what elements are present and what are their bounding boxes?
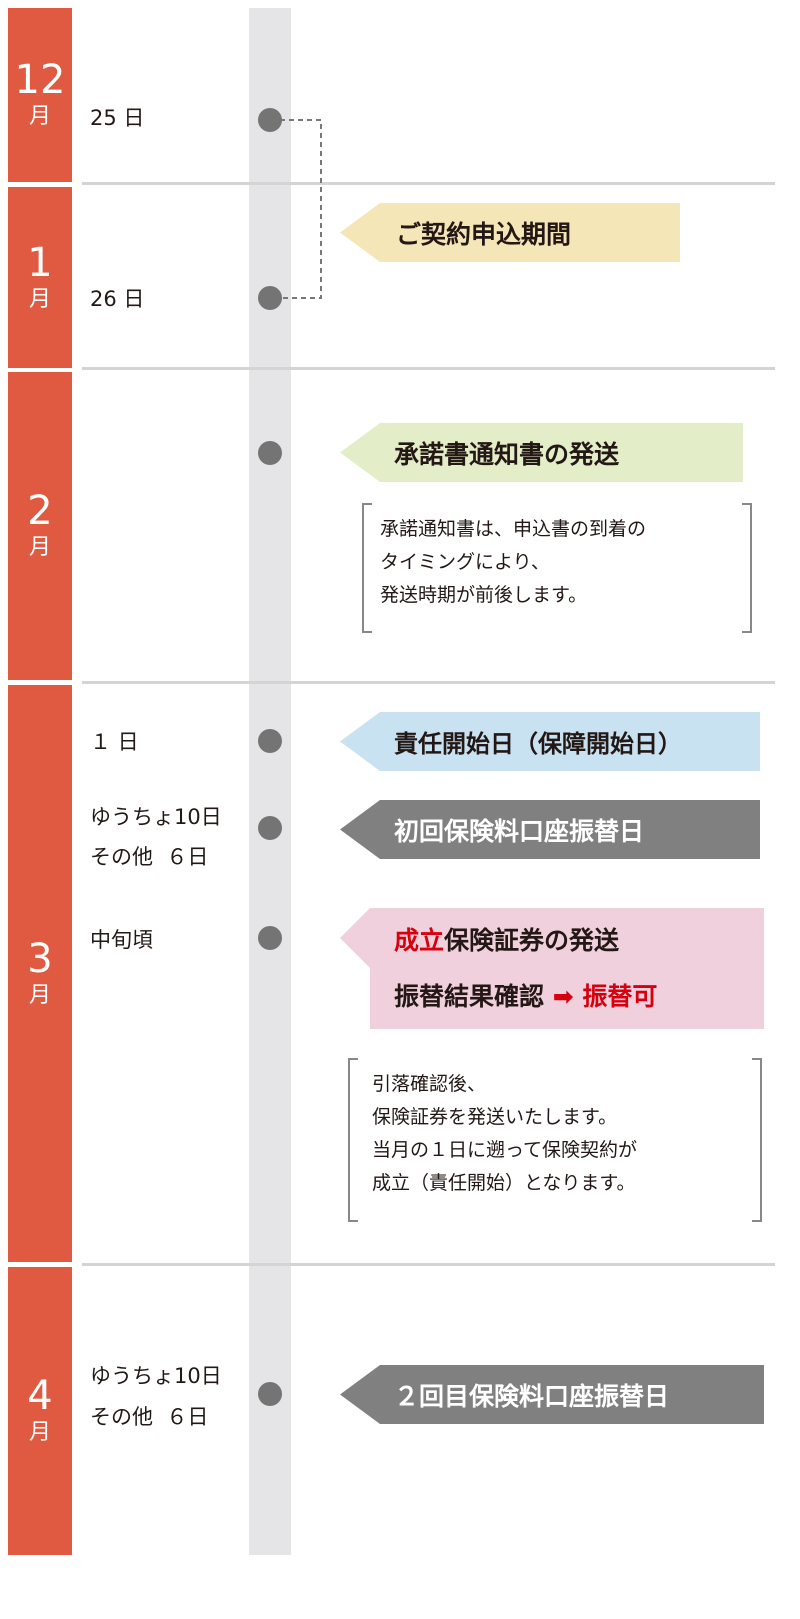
date-label: その他 ６日 [90, 1405, 209, 1429]
timeline-dot [258, 286, 282, 310]
application-period-banner: ご契約申込期間 [340, 203, 680, 262]
month-number: 1 [27, 239, 53, 286]
note-line: 成立（責任開始）となります。 [372, 1172, 636, 1194]
date-label: １ 日 [90, 730, 139, 754]
banner-text: 保険証券の発送 [444, 925, 620, 955]
banner-text: 責任開始日（保障開始日） [394, 730, 682, 758]
first-transfer-banner: 初回保険料口座振替日 [340, 800, 760, 859]
acceptance-banner: 承諾書通知書の発送 [340, 423, 743, 482]
month-divider [82, 1263, 775, 1266]
period-bracket-connector [280, 119, 322, 299]
coverage-start-banner: 責任開始日（保障開始日） [340, 712, 760, 771]
arrow-right-icon: ➡ [552, 981, 574, 1011]
month-divider [82, 367, 775, 370]
transfer-ok-text: 振替可 [582, 981, 658, 1011]
month-number: 12 [14, 57, 66, 103]
policy-dispatch-banner: 成立保険証券の発送 振替結果確認 ➡ 振替可 [340, 908, 764, 1029]
month-unit: 月 [28, 535, 51, 560]
timeline-dot [258, 108, 282, 132]
note-line: 承諾通知書は、申込書の到着の [380, 518, 647, 540]
established-text: 成立 [394, 925, 445, 955]
note-line: タイミングにより、 [380, 551, 550, 573]
timeline-dot [258, 441, 282, 465]
note-line: 発送時期が前後します。 [380, 584, 588, 606]
timeline-dot [258, 926, 282, 950]
date-label: その他 ６日 [90, 845, 209, 869]
timeline-dot [258, 816, 282, 840]
timeline-dot [258, 729, 282, 753]
month-unit: 月 [28, 982, 51, 1008]
date-label: ゆうちょ10日 [90, 805, 222, 829]
month-unit: 月 [28, 104, 51, 129]
date-label: 25 日 [90, 106, 145, 130]
banner-text: ご契約申込期間 [396, 219, 572, 249]
acceptance-note: 承諾通知書は、申込書の到着の タイミングにより、 発送時期が前後します。 [362, 503, 752, 633]
month-number: 3 [27, 935, 53, 982]
note-line: 保険証券を発送いたします。 [372, 1106, 618, 1128]
policy-note: 引落確認後、 保険証券を発送いたします。 当月の１日に遡って保険契約が 成立（責… [348, 1058, 762, 1222]
timeline-spine [249, 8, 291, 1555]
note-line: 当月の１日に遡って保険契約が [372, 1139, 638, 1161]
banner-text: ２回目保険料口座振替日 [394, 1381, 670, 1411]
month-divider [82, 681, 775, 684]
banner-text: 振替結果確認 [394, 981, 545, 1011]
month-divider [82, 182, 775, 185]
date-label: ゆうちょ10日 [90, 1364, 222, 1388]
month-number: 4 [27, 1373, 53, 1419]
timeline-dot [258, 1382, 282, 1406]
month-unit: 月 [28, 1420, 51, 1445]
month-number: 2 [27, 488, 53, 534]
banner-text: 承諾書通知書の発送 [394, 439, 620, 469]
date-label: 26 日 [90, 287, 145, 311]
note-line: 引落確認後、 [372, 1073, 487, 1095]
date-label: 中旬頃 [90, 928, 153, 952]
month-unit: 月 [28, 286, 51, 312]
banner-text: 初回保険料口座振替日 [394, 816, 645, 846]
second-transfer-banner: ２回目保険料口座振替日 [340, 1365, 764, 1424]
